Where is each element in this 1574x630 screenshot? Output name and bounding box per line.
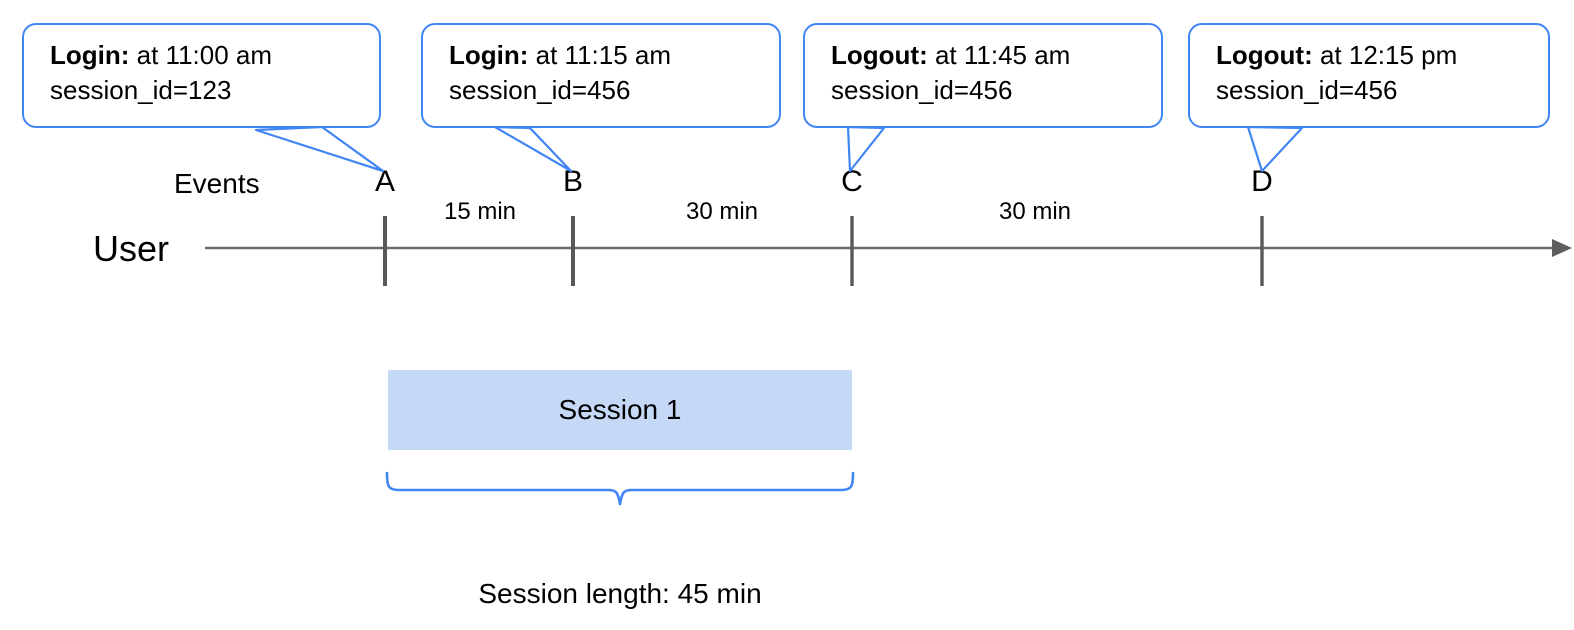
callout-b-line2: session_id=456 bbox=[449, 75, 631, 105]
callout-a-detail: at 11:00 am bbox=[129, 40, 273, 70]
callout-d-head: Logout: bbox=[1216, 40, 1313, 70]
callout-c-detail: at 11:45 am bbox=[927, 40, 1071, 70]
session-bar-label: Session 1 bbox=[558, 394, 682, 425]
gap-label-ab: 15 min bbox=[443, 198, 517, 225]
callout-b-text: Login: at 11:15 am session_id=456 bbox=[449, 38, 769, 108]
callout-a-line2: session_id=123 bbox=[50, 75, 232, 105]
callout-c[interactable]: Logout: at 11:45 am session_id=456 bbox=[803, 23, 1163, 128]
callout-d[interactable]: Logout: at 12:15 pm session_id=456 bbox=[1188, 23, 1550, 128]
events-row-label: Events bbox=[174, 168, 260, 199]
timeline-axis bbox=[205, 216, 1572, 286]
callout-tail-a bbox=[254, 125, 385, 173]
callout-d-text: Logout: at 12:15 pm session_id=456 bbox=[1216, 38, 1538, 108]
callout-c-text: Logout: at 11:45 am session_id=456 bbox=[831, 38, 1151, 108]
event-marker-label-b[interactable]: B bbox=[562, 165, 584, 198]
callout-a-text: Login: at 11:00 am session_id=123 bbox=[50, 38, 369, 108]
callout-c-head: Logout: bbox=[831, 40, 928, 70]
callout-d-detail: at 12:15 pm bbox=[1312, 40, 1458, 70]
callout-tail-b bbox=[493, 125, 573, 173]
callout-a-head: Login: bbox=[50, 40, 130, 70]
user-row-label: User bbox=[93, 228, 170, 269]
event-marker-label-a[interactable]: A bbox=[374, 165, 396, 198]
callout-tail-d bbox=[1246, 125, 1304, 173]
brace-path bbox=[385, 471, 855, 506]
callout-b-detail: at 11:15 am bbox=[528, 40, 672, 70]
event-marker-label-c[interactable]: C bbox=[841, 165, 863, 198]
axis-arrowhead bbox=[1552, 239, 1572, 257]
session-brace bbox=[385, 471, 855, 506]
callout-tail-c bbox=[846, 125, 886, 173]
session-length-caption: Session length: 45 min bbox=[478, 578, 762, 609]
gap-label-cd: 30 min bbox=[998, 198, 1072, 225]
session-bar[interactable]: Session 1 bbox=[388, 370, 852, 450]
callout-d-line2: session_id=456 bbox=[1216, 75, 1398, 105]
gap-label-bc: 30 min bbox=[685, 198, 759, 225]
callout-b-head: Login: bbox=[449, 40, 529, 70]
callout-tails bbox=[254, 125, 1304, 173]
callout-a[interactable]: Login: at 11:00 am session_id=123 bbox=[22, 23, 381, 128]
callout-b[interactable]: Login: at 11:15 am session_id=456 bbox=[421, 23, 781, 128]
event-marker-label-d[interactable]: D bbox=[1251, 165, 1273, 198]
callout-c-line2: session_id=456 bbox=[831, 75, 1013, 105]
